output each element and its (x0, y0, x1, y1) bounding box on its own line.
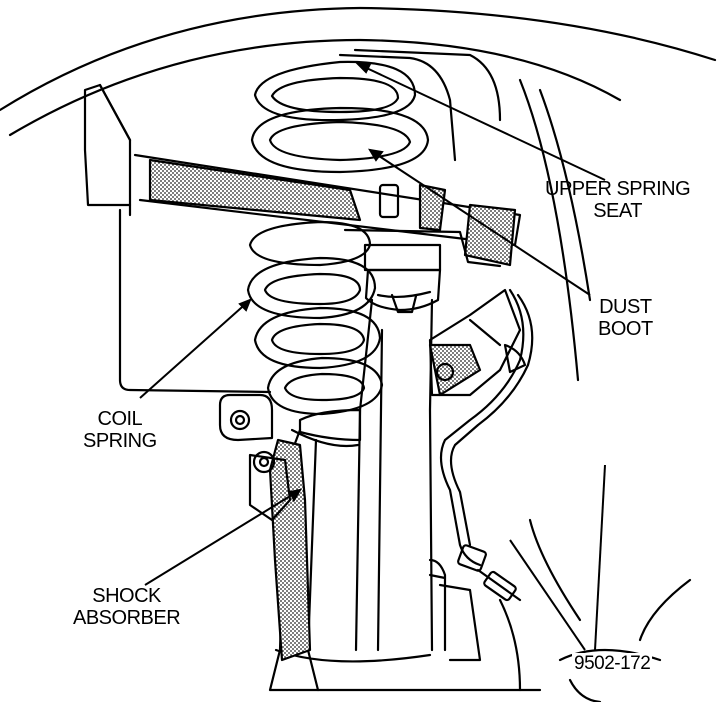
label-coil-spring-line2: SPRING (83, 430, 157, 452)
figure-number: 9502-172 (572, 653, 653, 675)
label-coil-spring: COIL SPRING (83, 408, 157, 452)
steering-knuckle (268, 438, 312, 662)
body-mount-block (83, 83, 132, 207)
strut-mount (363, 243, 442, 272)
label-upper-spring-seat: UPPER SPRING SEAT (545, 178, 691, 222)
label-upper-spring-seat-line2: SEAT (593, 200, 642, 222)
bracket-bolt (435, 362, 455, 382)
label-shock-absorber: SHOCK ABSORBER (73, 585, 181, 629)
leader-dust-boot (369, 149, 591, 296)
lower-spring-seat (298, 408, 362, 442)
label-coil-spring-line1: COIL (97, 408, 143, 430)
knuckle-bolt (252, 450, 276, 474)
strut-tube (354, 298, 374, 652)
label-shock-absorber-line1: SHOCK (92, 585, 161, 607)
brake-line-bracket (428, 288, 522, 397)
label-dust-boot: DUST BOOT (598, 296, 653, 340)
upper-coil-1 (253, 60, 417, 122)
dust-boot (364, 268, 442, 312)
leader-shock-absorber (144, 489, 301, 586)
wheel-well-inner-arc (8, 38, 622, 137)
label-dust-boot-line1: DUST (599, 296, 652, 318)
upper-tower-plate (148, 158, 362, 222)
wheel-well-outer-arc (0, 6, 717, 112)
leader-fig-2 (594, 464, 606, 651)
label-upper-spring-seat-line1: UPPER SPRING (545, 178, 691, 200)
leader-upper-spring-seat (357, 63, 606, 181)
label-dust-boot-line2: BOOT (598, 318, 653, 340)
mount-bolt-left (229, 409, 251, 431)
fender-right-edge (518, 78, 580, 382)
label-shock-absorber-line2: ABSORBER (73, 607, 181, 629)
leader-fig-1 (509, 539, 586, 651)
leader-coil-spring (139, 299, 251, 399)
upper-coil-2 (250, 106, 430, 174)
